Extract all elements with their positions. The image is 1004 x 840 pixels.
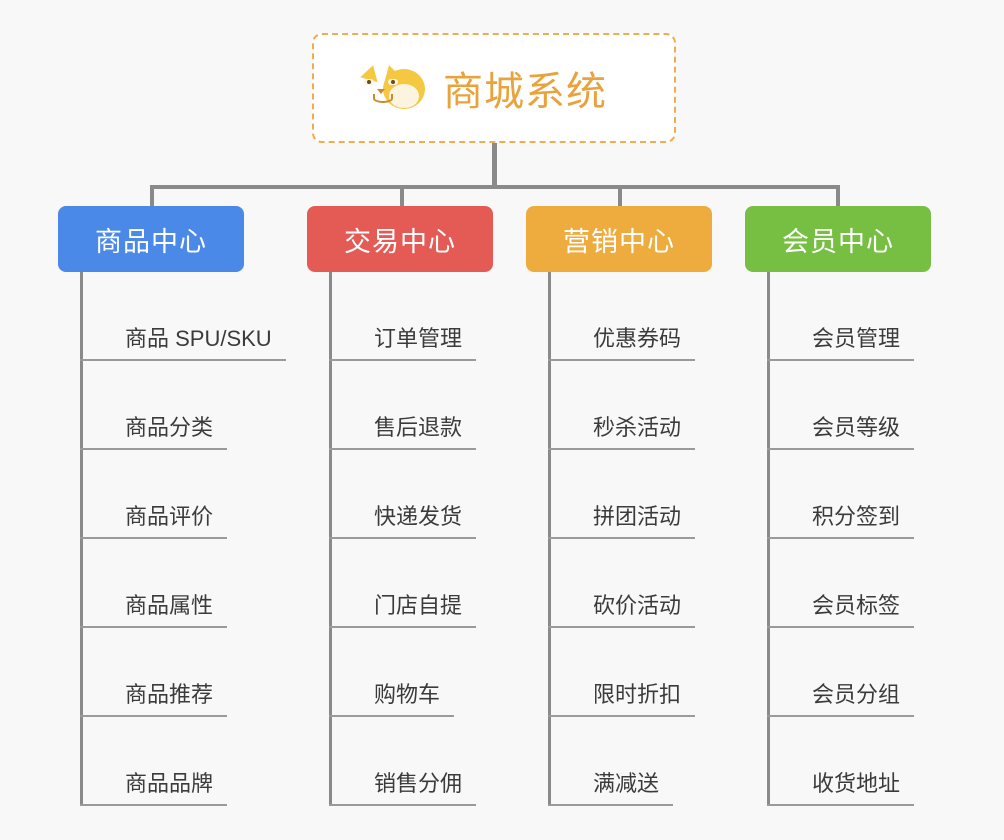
leaf-list-trade-center: 订单管理 售后退款 快递发货 门店自提 购物车 销售分佣 <box>329 272 493 806</box>
leaf-label: 商品属性 <box>80 588 228 628</box>
leaf-label: 秒杀活动 <box>548 410 696 450</box>
root-title: 商城系统 <box>443 70 607 114</box>
connector-horizontal-bus <box>150 185 840 189</box>
leaf-label: 满减送 <box>548 766 674 806</box>
category-label: 交易中心 <box>344 226 456 257</box>
list-item[interactable]: 商品品牌 <box>80 717 244 806</box>
connector-drop-column-2 <box>400 185 404 209</box>
column-product-center: 商品中心 商品 SPU/SKU 商品分类 商品评价 商品属性 商品推荐 商品品牌 <box>58 206 286 806</box>
leaf-label: 砍价活动 <box>548 588 696 628</box>
leaf-label: 售后退款 <box>329 410 477 450</box>
leaf-label: 拼团活动 <box>548 499 696 539</box>
leaf-list-marketing-center: 优惠券码 秒杀活动 拼团活动 砍价活动 限时折扣 满减送 <box>548 272 712 806</box>
list-item[interactable]: 快递发货 <box>329 450 493 539</box>
leaf-label: 收货地址 <box>767 766 915 806</box>
leaf-label: 限时折扣 <box>548 677 696 717</box>
category-label: 商品中心 <box>95 226 207 257</box>
leaf-label: 门店自提 <box>329 588 477 628</box>
list-item[interactable]: 秒杀活动 <box>548 361 712 450</box>
list-item[interactable]: 售后退款 <box>329 361 493 450</box>
list-item[interactable]: 门店自提 <box>329 539 493 628</box>
category-header-member-center[interactable]: 会员中心 <box>745 206 931 272</box>
column-trade-center: 交易中心 订单管理 售后退款 快递发货 门店自提 购物车 销售分佣 <box>307 206 493 806</box>
category-label: 会员中心 <box>782 226 894 257</box>
connector-drop-column-3 <box>618 185 622 209</box>
leaf-label: 会员标签 <box>767 588 915 628</box>
leaf-label: 优惠券码 <box>548 321 696 361</box>
category-header-trade-center[interactable]: 交易中心 <box>307 206 493 272</box>
list-item[interactable]: 限时折扣 <box>548 628 712 717</box>
leaf-label: 会员分组 <box>767 677 915 717</box>
connector-root-stem <box>492 143 497 187</box>
leaf-label: 商品 SPU/SKU <box>80 321 286 361</box>
leaf-label: 商品评价 <box>80 499 228 539</box>
leaf-label: 销售分佣 <box>329 766 477 806</box>
list-item[interactable]: 会员等级 <box>767 361 931 450</box>
list-item[interactable]: 会员分组 <box>767 628 931 717</box>
list-item[interactable]: 优惠券码 <box>548 272 712 361</box>
list-item[interactable]: 收货地址 <box>767 717 931 806</box>
list-item[interactable]: 会员管理 <box>767 272 931 361</box>
list-item[interactable]: 拼团活动 <box>548 450 712 539</box>
shiba-inu-dog-face-icon <box>360 62 429 112</box>
list-item[interactable]: 商品属性 <box>80 539 244 628</box>
list-item[interactable]: 积分签到 <box>767 450 931 539</box>
category-label: 营销中心 <box>563 226 675 257</box>
list-item[interactable]: 订单管理 <box>329 272 493 361</box>
list-item[interactable]: 会员标签 <box>767 539 931 628</box>
leaf-label: 快递发货 <box>329 499 477 539</box>
leaf-label: 商品品牌 <box>80 766 228 806</box>
list-item[interactable]: 销售分佣 <box>329 717 493 806</box>
leaf-label: 积分签到 <box>767 499 915 539</box>
list-item[interactable]: 购物车 <box>329 628 493 717</box>
root-node-mall-system[interactable]: 商城系统 <box>312 33 676 143</box>
list-item[interactable]: 满减送 <box>548 717 712 806</box>
leaf-label: 会员等级 <box>767 410 915 450</box>
list-item[interactable]: 商品推荐 <box>80 628 244 717</box>
connector-drop-column-1 <box>150 185 154 209</box>
list-item[interactable]: 砍价活动 <box>548 539 712 628</box>
leaf-label: 会员管理 <box>767 321 915 361</box>
leaf-label: 商品分类 <box>80 410 228 450</box>
leaf-label: 商品推荐 <box>80 677 228 717</box>
leaf-label: 购物车 <box>329 677 455 717</box>
leaf-list-product-center: 商品 SPU/SKU 商品分类 商品评价 商品属性 商品推荐 商品品牌 <box>80 272 286 806</box>
connector-drop-column-4 <box>836 185 840 209</box>
list-item[interactable]: 商品分类 <box>80 361 244 450</box>
column-marketing-center: 营销中心 优惠券码 秒杀活动 拼团活动 砍价活动 限时折扣 满减送 <box>526 206 712 806</box>
category-header-marketing-center[interactable]: 营销中心 <box>526 206 712 272</box>
leaf-list-member-center: 会员管理 会员等级 积分签到 会员标签 会员分组 收货地址 <box>767 272 931 806</box>
list-item[interactable]: 商品评价 <box>80 450 244 539</box>
column-member-center: 会员中心 会员管理 会员等级 积分签到 会员标签 会员分组 收货地址 <box>745 206 931 806</box>
list-item[interactable]: 商品 SPU/SKU <box>80 272 286 361</box>
category-header-product-center[interactable]: 商品中心 <box>58 206 244 272</box>
leaf-label: 订单管理 <box>329 321 477 361</box>
